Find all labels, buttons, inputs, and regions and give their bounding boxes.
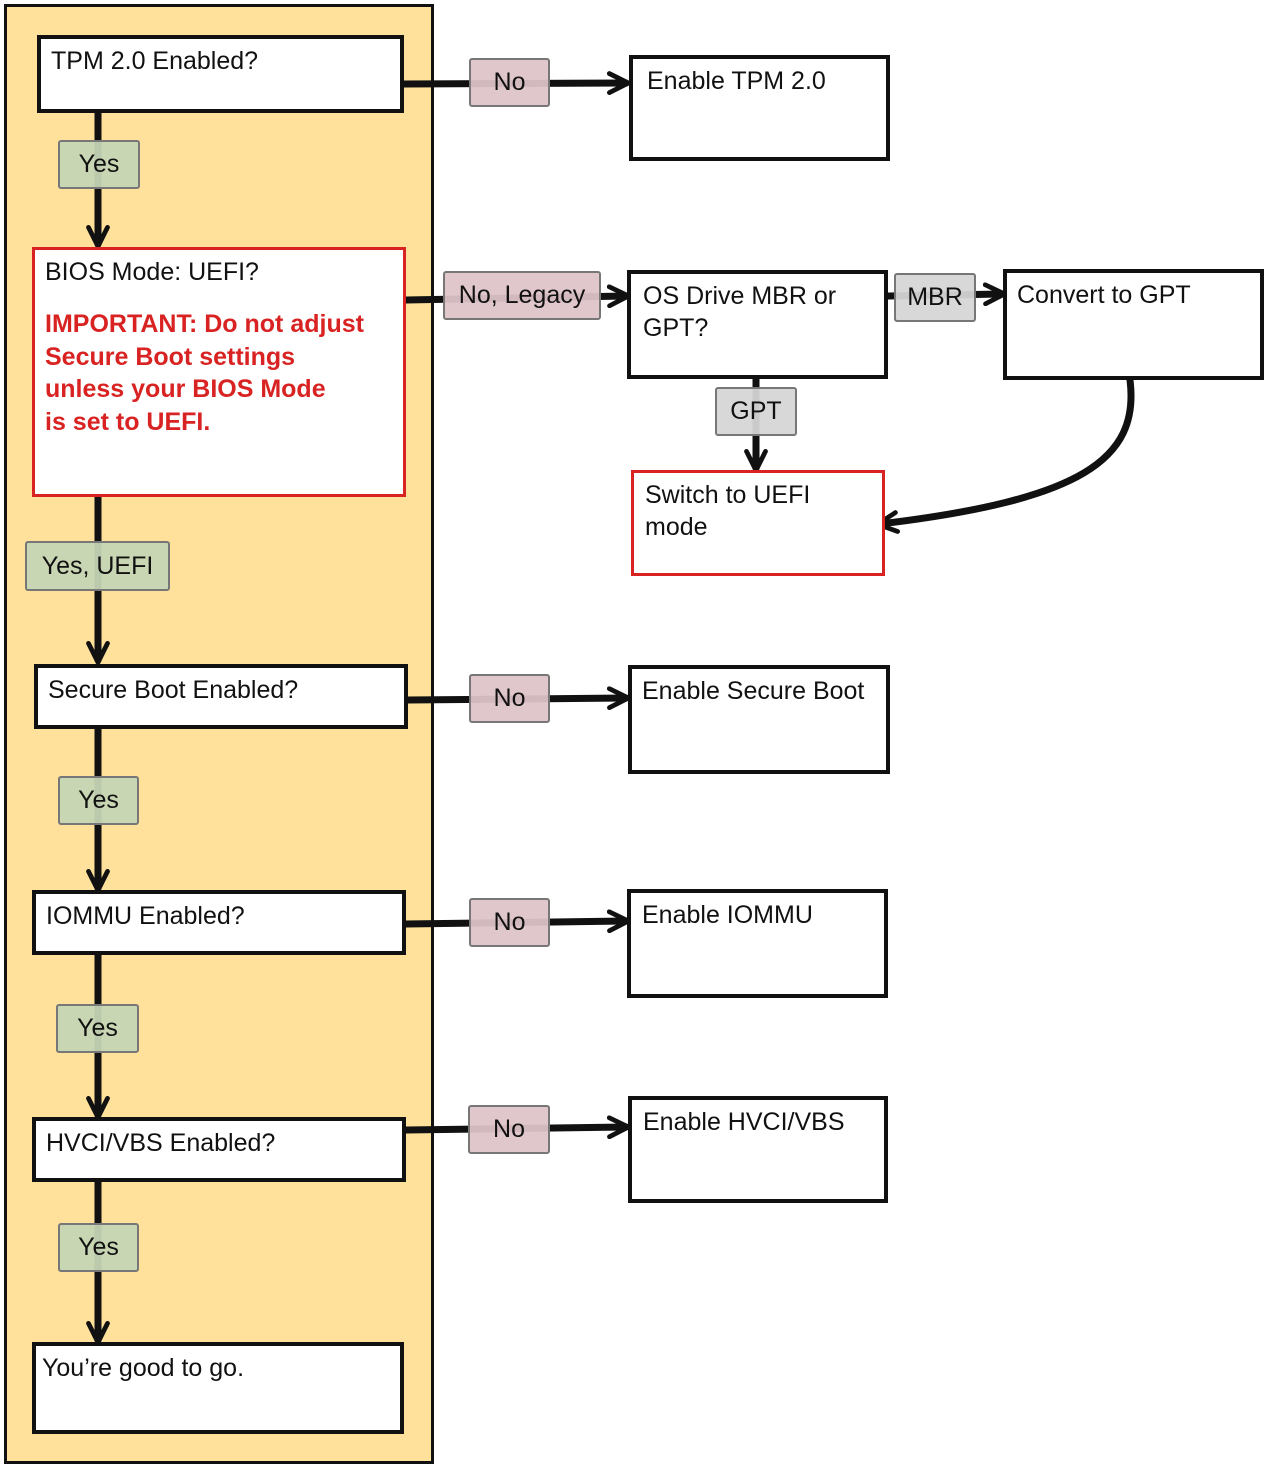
convert-gpt-node: Convert to GPT [1003, 269, 1264, 380]
enable-iommu-text: Enable IOMMU [642, 901, 813, 929]
edge-label-drive-mbr: MBR [894, 273, 976, 322]
os-drive-question-text: OS Drive MBR or GPT? [643, 282, 837, 342]
enable-iommu-node: Enable IOMMU [627, 889, 888, 998]
switch-uefi-text: Switch to UEFI mode [645, 481, 811, 541]
iommu-question-node: IOMMU Enabled? [32, 890, 406, 955]
edge-label-tpm-no: No [469, 58, 550, 107]
enable-tpm-text: Enable TPM 2.0 [647, 67, 826, 95]
good-to-go-text: You’re good to go. [42, 1354, 245, 1382]
iommu-question-text: IOMMU Enabled? [46, 902, 245, 930]
convert-gpt-text: Convert to GPT [1017, 281, 1191, 309]
bios-question-text: BIOS Mode: UEFI? [45, 258, 259, 286]
edge-label-iommu-no: No [469, 898, 550, 947]
edge-convert-to-uefi [875, 376, 1135, 534]
enable-hvci-text: Enable HVCI/VBS [643, 1108, 845, 1136]
enable-secure-boot-text: Enable Secure Boot [642, 677, 865, 705]
secure-boot-question-node: Secure Boot Enabled? [34, 664, 408, 729]
hvci-question-text: HVCI/VBS Enabled? [46, 1129, 276, 1157]
edge-label-hvci-yes: Yes [58, 1223, 139, 1272]
good-to-go-node: You’re good to go. [32, 1342, 404, 1434]
edge-label-bios-no: No, Legacy [443, 271, 601, 320]
hvci-question-node: HVCI/VBS Enabled? [32, 1117, 406, 1182]
bios-question-node: BIOS Mode: UEFI? IMPORTANT: Do not adjus… [32, 247, 406, 497]
edge-label-drive-gpt: GPT [715, 387, 797, 436]
tpm-question-text: TPM 2.0 Enabled? [51, 47, 259, 75]
edge-label-bios-yes: Yes, UEFI [25, 541, 170, 591]
edge-label-tpm-yes: Yes [58, 140, 140, 189]
enable-secure-boot-node: Enable Secure Boot [628, 665, 890, 774]
edge-label-iommu-yes: Yes [56, 1004, 139, 1053]
switch-uefi-node: Switch to UEFI mode [631, 470, 885, 576]
secure-boot-question-text: Secure Boot Enabled? [48, 676, 299, 704]
edge-label-hvci-no: No [468, 1105, 550, 1154]
os-drive-question-node: OS Drive MBR or GPT? [627, 270, 888, 379]
bios-warning-text: IMPORTANT: Do not adjust Secure Boot set… [45, 310, 364, 436]
enable-hvci-node: Enable HVCI/VBS [628, 1096, 888, 1203]
edge-label-secure-no: No [469, 674, 550, 723]
enable-tpm-node: Enable TPM 2.0 [629, 55, 890, 161]
tpm-question-node: TPM 2.0 Enabled? [37, 35, 404, 113]
edge-label-secure-yes: Yes [58, 776, 139, 825]
